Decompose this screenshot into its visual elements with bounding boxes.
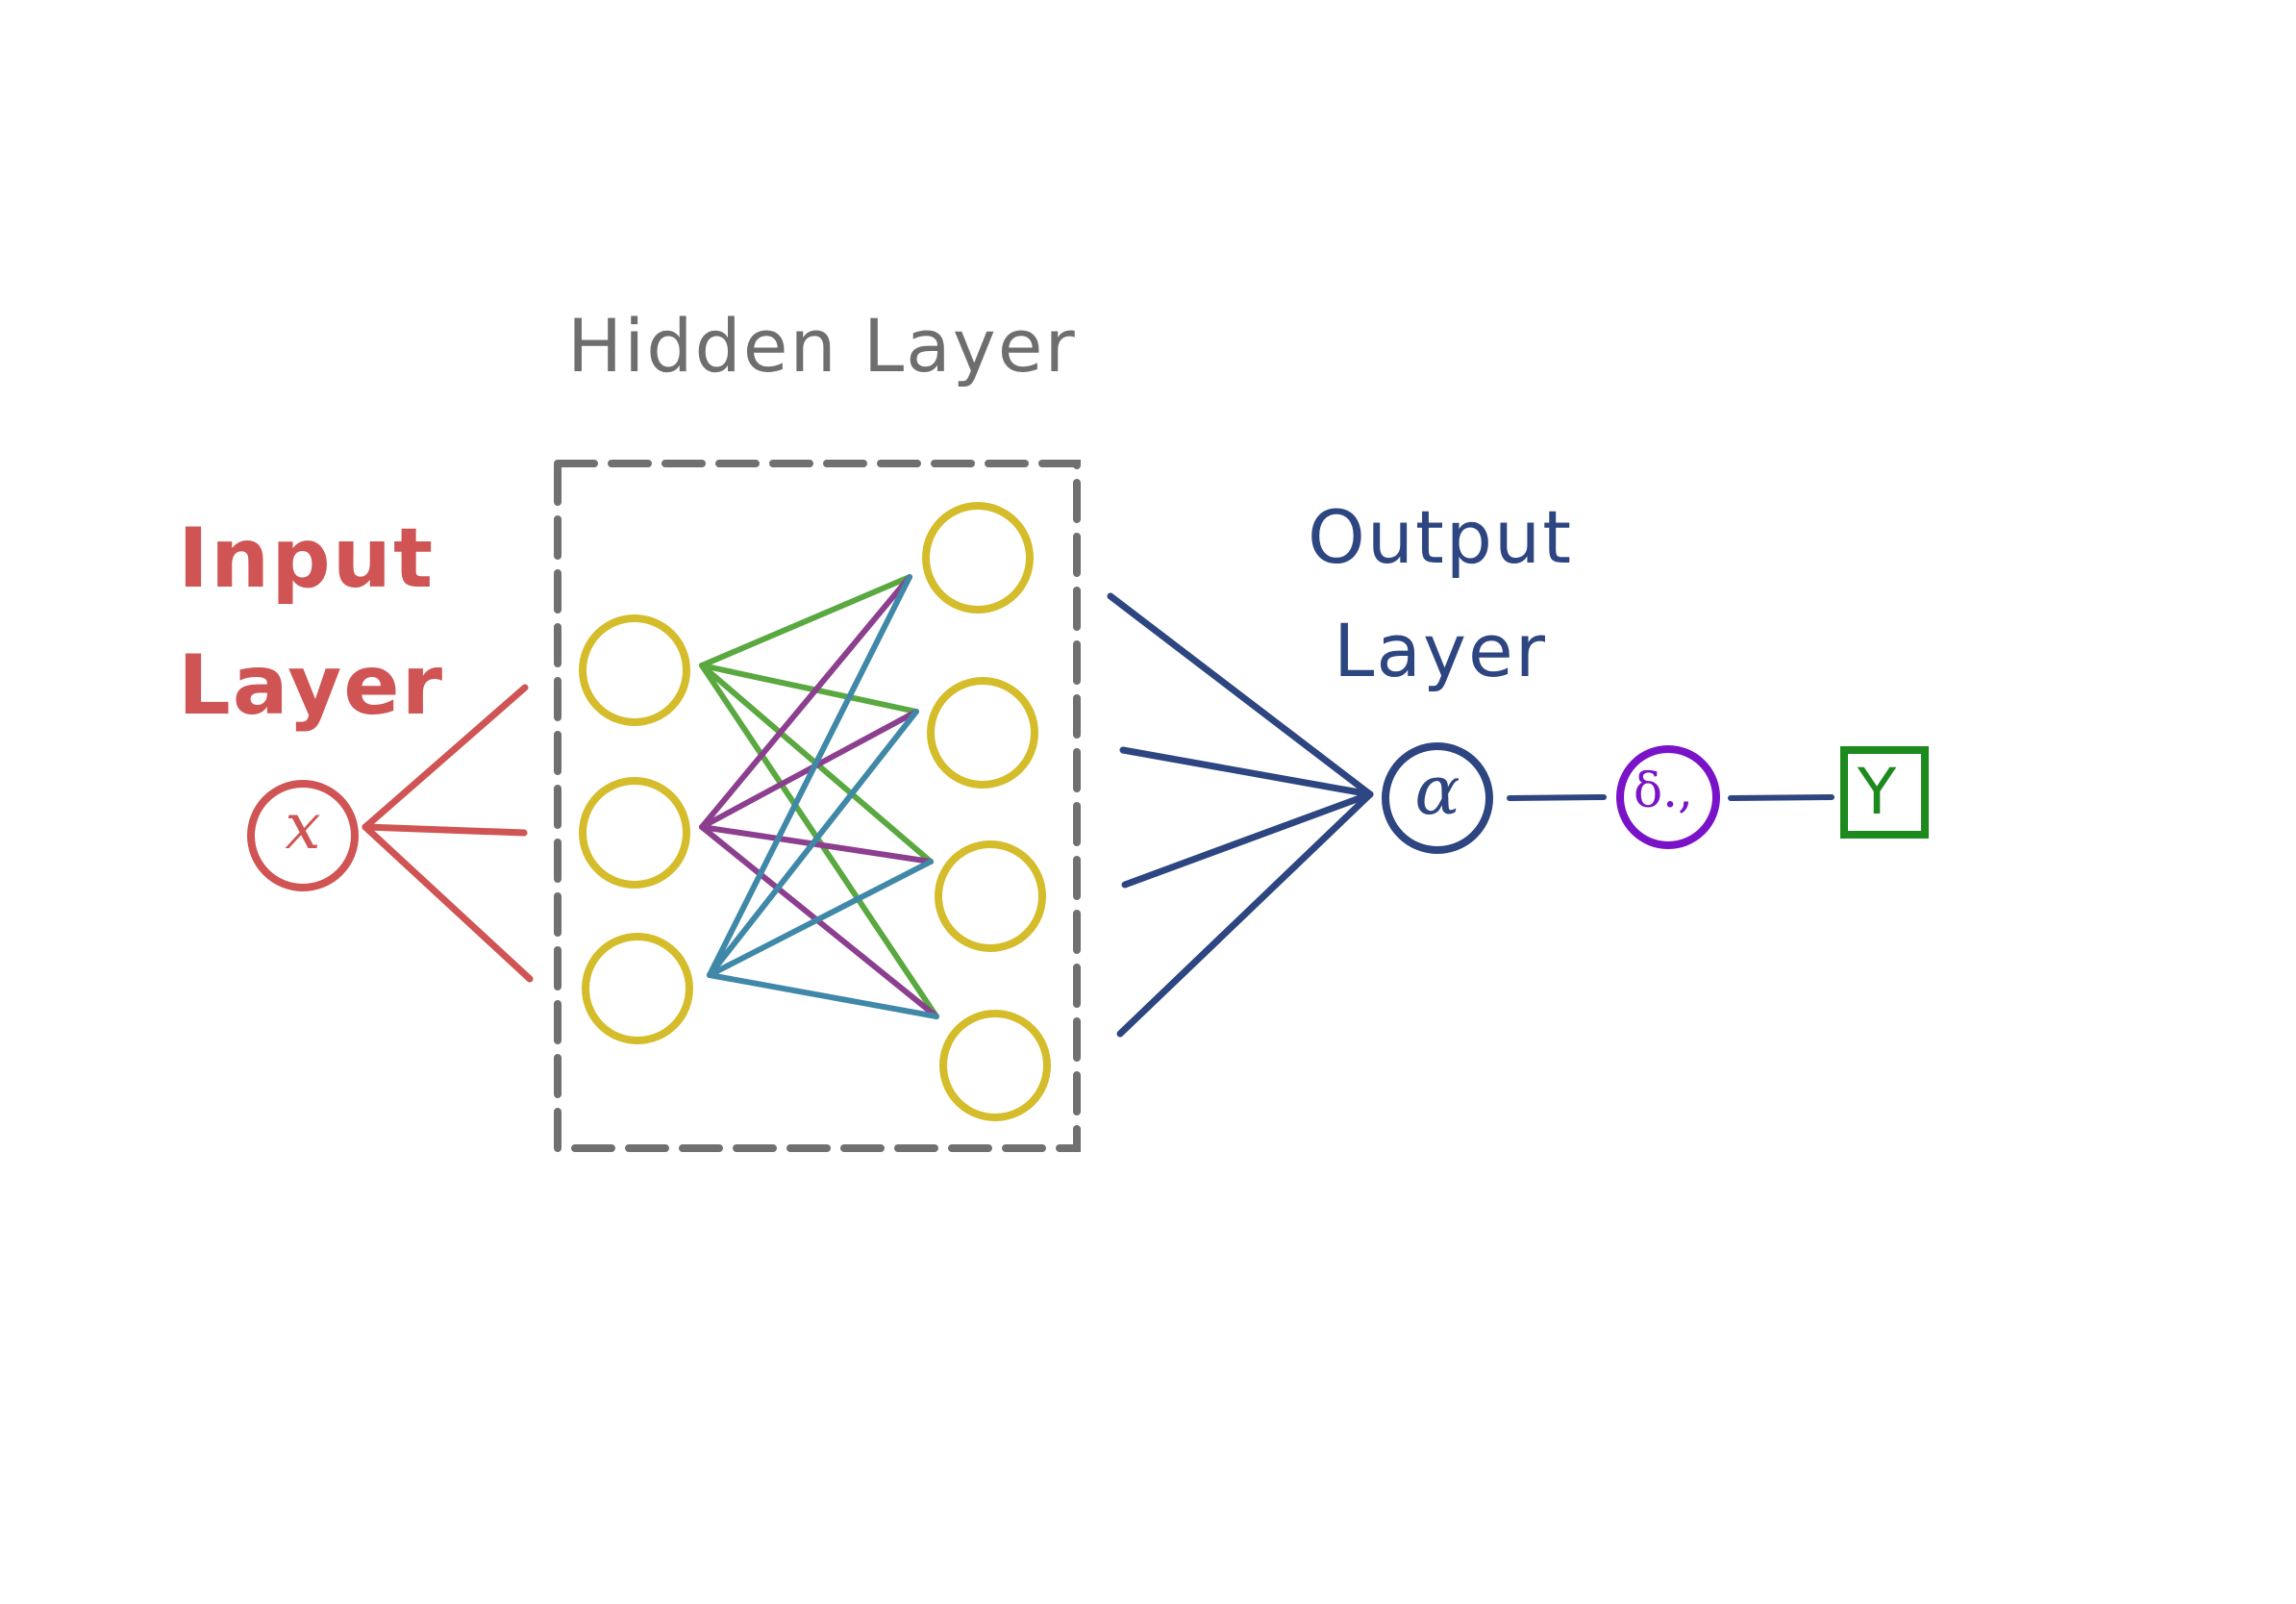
hidden-node: [939, 1010, 1051, 1121]
hidden-node: [935, 840, 1046, 952]
edge-purple: [699, 574, 912, 830]
output-edge: [1116, 790, 1374, 1038]
hidden-node: [927, 677, 1038, 789]
hidden-nodes-left: [579, 614, 693, 1044]
output-edge: [1119, 746, 1374, 798]
input-layer-label-line1: Input: [178, 511, 436, 607]
input-symbol: x: [285, 789, 321, 864]
edge-blue: [707, 859, 934, 978]
edge-green: [699, 663, 919, 714]
hidden-connections: [699, 574, 939, 1019]
edge-purple: [699, 824, 934, 865]
activation-node: [1616, 745, 1720, 849]
output-layer-label: Output Layer: [1308, 481, 1573, 708]
input-edge-middle: [362, 823, 528, 837]
input-edge-bottom: [362, 823, 534, 983]
input-edge-top: [362, 684, 529, 831]
result-box: [1840, 746, 1929, 839]
input-layer-label-line2: Layer: [178, 638, 444, 734]
edge-blue: [707, 972, 939, 1019]
input-layer-label: Input Layer: [178, 495, 444, 749]
output-layer-label-line2: Layer: [1334, 608, 1547, 693]
output-node: [1382, 742, 1493, 854]
hidden-nodes-right: [922, 502, 1051, 1121]
edge-green: [699, 574, 912, 668]
input-edges: [362, 684, 534, 983]
hidden-node: [579, 777, 690, 889]
output-to-activation-line: [1507, 794, 1607, 801]
hidden-node: [579, 614, 690, 726]
hidden-layer-label: Hidden Layer: [567, 303, 1077, 388]
hidden-node: [582, 933, 693, 1044]
output-layer-label-line1: Output: [1308, 494, 1573, 580]
edge-blue: [707, 574, 912, 978]
edge-green: [699, 663, 939, 1019]
edge-blue: [707, 709, 919, 978]
output-edges: [1107, 592, 1374, 1038]
hidden-node: [922, 502, 1034, 614]
output-edge: [1107, 592, 1374, 798]
activation-symbol: δ.,: [1634, 763, 1693, 818]
result-symbol: Y: [1857, 755, 1897, 829]
hidden-layer-box: [554, 460, 1081, 1152]
output-symbol: α: [1414, 751, 1460, 830]
output-edge: [1121, 790, 1374, 889]
input-node: [247, 780, 359, 891]
edge-purple: [699, 709, 919, 830]
activation-to-result-line: [1728, 794, 1834, 801]
